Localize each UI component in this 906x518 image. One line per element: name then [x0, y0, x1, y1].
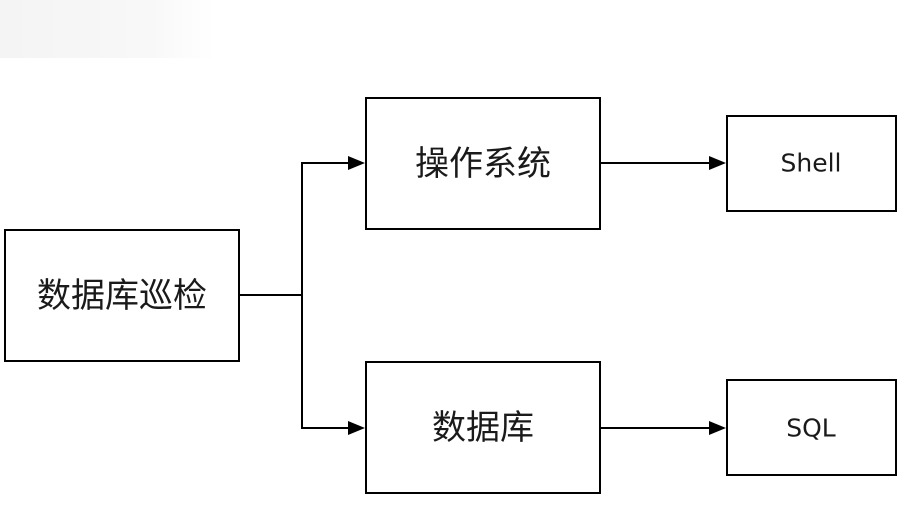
node-root[interactable]: 数据库巡检	[4, 229, 240, 362]
corner-shade	[0, 0, 215, 58]
node-shell-label: Shell	[781, 149, 842, 178]
arrowhead-os-to-shell	[709, 156, 726, 170]
arrowhead-db-to-sql	[709, 421, 726, 435]
edge-root-to-os	[301, 162, 350, 295]
node-root-box	[4, 229, 240, 362]
node-sql[interactable]: SQL	[726, 379, 897, 476]
node-shell[interactable]: Shell	[726, 115, 897, 212]
node-db[interactable]: 数据库	[365, 361, 601, 494]
node-root-label: 数据库巡检	[37, 276, 207, 316]
node-os[interactable]: 操作系统	[365, 97, 601, 230]
edge-root-to-db	[301, 295, 350, 429]
node-sql-label: SQL	[786, 414, 836, 443]
node-shell-box	[726, 115, 897, 212]
node-sql-box	[726, 379, 897, 476]
node-os-box	[365, 97, 601, 230]
node-os-label: 操作系统	[415, 144, 551, 184]
arrowhead-root-to-os	[348, 156, 365, 170]
arrowhead-root-to-db	[348, 421, 365, 435]
node-db-label: 数据库	[432, 408, 534, 448]
node-db-box	[365, 361, 601, 494]
